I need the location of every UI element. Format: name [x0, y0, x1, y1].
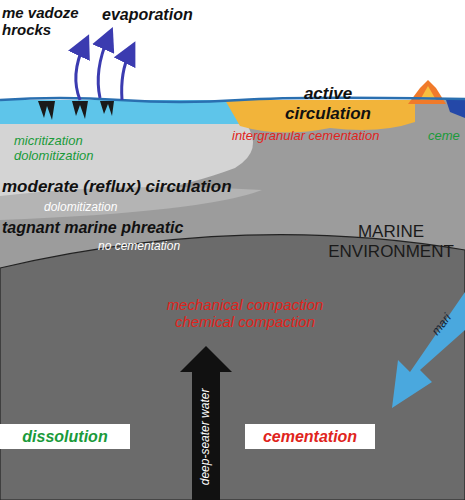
- deep-water-arrow: [180, 346, 232, 500]
- deep-water: [446, 100, 465, 118]
- environment-label: MARINE ENVIRONMENT: [320, 222, 462, 261]
- diagenesis-label: intergranular cementation: [232, 129, 412, 144]
- zone-label: me vadoze hrocks: [2, 4, 92, 39]
- marine-water-arrow: [392, 292, 465, 408]
- diagenesis-label: ceme: [428, 129, 464, 144]
- marine-subsurface: [0, 100, 465, 500]
- diagenesis-label: mechanical compaction chemical compactio…: [145, 296, 345, 331]
- burial-zone: [0, 235, 465, 500]
- box-text: cementation: [253, 427, 367, 446]
- process-box: dissolution: [0, 424, 130, 449]
- evaporation-arrows: [76, 38, 130, 100]
- diagenesis-label: no cementation: [98, 240, 218, 254]
- sky: [0, 0, 465, 100]
- sea-water: [0, 100, 240, 124]
- water-surface: [0, 98, 465, 102]
- process-box: cementation: [245, 424, 375, 449]
- process-label: evaporation: [102, 6, 222, 24]
- zone-label: tagnant marine phreatic: [2, 219, 232, 237]
- diagenesis-label: dolomitization: [44, 201, 164, 215]
- crust-spikes: [38, 101, 114, 120]
- box-text: dissolution: [8, 427, 122, 446]
- diagenesis-label: micritization dolomitization: [14, 134, 124, 164]
- zone-label: moderate (reflux) circulation: [2, 177, 252, 197]
- arrow-label: deep-seater water: [199, 377, 213, 497]
- reef-mound: [408, 80, 446, 104]
- process-label: active circulation: [268, 84, 388, 123]
